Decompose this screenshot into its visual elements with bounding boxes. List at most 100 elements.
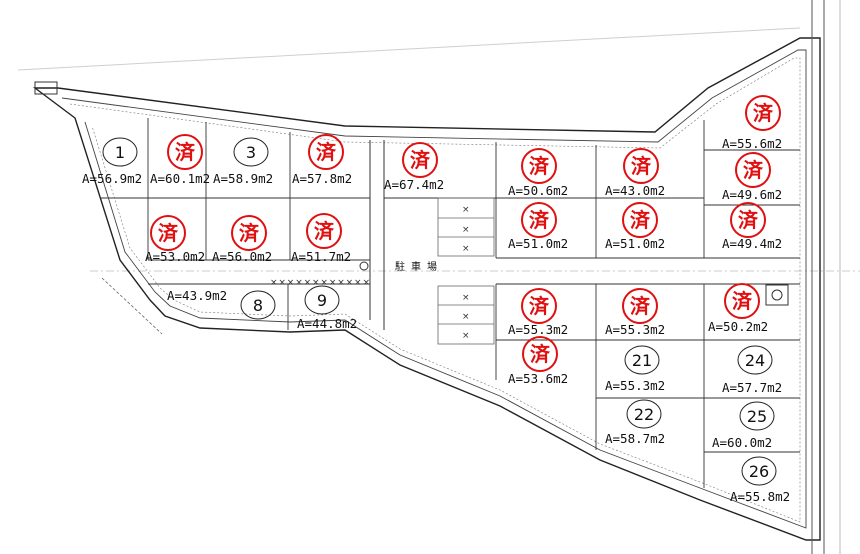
lot-area: A=56.0m2 <box>212 249 272 264</box>
lot: 24A=57.7m2 <box>722 345 782 395</box>
lot-number: 1 <box>115 143 125 162</box>
sold-stamp <box>402 142 438 178</box>
lot: 22A=58.7m2 <box>605 399 665 446</box>
lot: 済 A=56.0m2 <box>212 215 272 264</box>
sold-mark: 済 <box>753 101 774 125</box>
svg-text:×: × <box>462 225 470 235</box>
sold-mark: 済 <box>630 294 651 318</box>
lot: 25A=60.0m2 <box>712 401 775 450</box>
sold-mark: 済 <box>529 154 550 178</box>
lot-number-oval <box>233 137 269 167</box>
lot-area: A=60.0m2 <box>712 435 772 450</box>
sold-stamp <box>735 152 771 188</box>
slope-line <box>101 277 163 335</box>
parking-x-marks: × × × × × × <box>462 205 470 341</box>
fence-marks: ×××××××××××× <box>270 278 370 288</box>
lot: 済 A=51.0m2 <box>508 202 568 251</box>
lot-number-oval <box>624 345 660 375</box>
lot: 済 A=60.1m2 <box>150 134 210 186</box>
lot-number: 8 <box>253 296 263 315</box>
sold-stamp <box>622 202 658 238</box>
lot: 済A=55.3m2 <box>508 288 568 337</box>
lot-number: 22 <box>634 405 654 424</box>
lot-area: A=56.9m2 <box>82 171 142 186</box>
sold-mark: 済 <box>743 158 764 182</box>
lot-number-oval <box>240 290 276 320</box>
lot-number-oval <box>741 456 777 486</box>
sold-mark: 済 <box>158 221 179 245</box>
sold-mark: 済 <box>530 342 551 366</box>
sold-mark: 済 <box>732 289 753 313</box>
sold-stamp <box>167 134 203 170</box>
corner-marker <box>34 81 58 95</box>
lot: 26A=55.8m2 <box>730 456 790 504</box>
lot: 済A=49.6m2 <box>722 152 782 202</box>
sold-mark: 済 <box>529 208 550 232</box>
lot-area: A=57.8m2 <box>292 171 352 186</box>
lot: 済A=49.4m2 <box>722 202 782 251</box>
lot-number: 21 <box>632 351 652 370</box>
svg-text:×: × <box>462 331 470 341</box>
lot-grid <box>100 118 800 488</box>
lot-area: A=53.0m2 <box>145 249 205 264</box>
lot-number: 24 <box>745 351 765 370</box>
lot: 21A=55.3m2 <box>605 345 665 393</box>
lot: 済A=51.0m2 <box>605 202 665 251</box>
lot: 済 A=53.0m2 <box>145 215 205 264</box>
lot-area: A=58.9m2 <box>213 171 273 186</box>
sold-stamp <box>150 215 186 251</box>
lot-number: 26 <box>749 462 769 481</box>
lot-area: A=55.6m2 <box>722 136 782 151</box>
lot-area: A=60.1m2 <box>150 171 210 186</box>
lot-number-oval <box>739 401 775 431</box>
sold-stamp <box>522 336 558 372</box>
lot-area: A=51.0m2 <box>508 236 568 251</box>
sold-stamp <box>730 202 766 238</box>
sold-stamp <box>724 283 760 319</box>
lot-number: 9 <box>317 291 327 310</box>
lot-area: A=57.7m2 <box>722 380 782 395</box>
lot: A=43.9m2 <box>167 288 227 303</box>
lot: 済 A=55.3m2 <box>605 288 665 337</box>
site-boundary <box>32 37 821 541</box>
lot-area: A=44.8m2 <box>297 316 357 331</box>
lot-area: A=43.0m2 <box>605 183 665 198</box>
svg-text:×: × <box>462 293 470 303</box>
lot-number-oval <box>102 137 138 167</box>
sold-mark: 済 <box>631 154 652 178</box>
parking-spaces <box>437 197 495 345</box>
sold-mark: 済 <box>239 221 260 245</box>
sold-stamp <box>521 288 557 324</box>
lot: 済A=51.7m2 <box>291 213 351 264</box>
sold-stamp <box>745 95 781 131</box>
lot-area: A=55.3m2 <box>605 322 665 337</box>
sold-stamp <box>622 288 658 324</box>
lot-area: A=51.7m2 <box>291 249 351 264</box>
lot-area: A=50.2m2 <box>708 319 768 334</box>
lot: 済A=67.4m2 <box>384 142 444 192</box>
sold-mark: 済 <box>175 140 196 164</box>
sold-mark: 済 <box>316 140 337 164</box>
lot-area: A=55.8m2 <box>730 489 790 504</box>
svg-text:×: × <box>462 312 470 322</box>
lot: 済 A=43.0m2 <box>605 148 665 198</box>
sold-stamp <box>231 215 267 251</box>
parking-label: 駐車場 <box>395 260 443 273</box>
sold-stamp <box>308 134 344 170</box>
utility-symbol <box>359 261 369 271</box>
lot: 済 A=53.6m2 <box>508 336 568 386</box>
lot: 1A=56.9m2 <box>82 137 142 186</box>
lot: 8 <box>240 290 276 320</box>
lot-number: 25 <box>747 407 767 426</box>
utility-symbol <box>771 289 783 301</box>
lot: 済 A=55.6m2 <box>722 95 782 151</box>
lot-area: A=53.6m2 <box>508 371 568 386</box>
sold-stamp <box>623 148 659 184</box>
sold-stamp <box>521 148 557 184</box>
utility-box <box>765 284 789 306</box>
retaining-wall <box>61 49 807 529</box>
wall-hatch <box>69 57 801 523</box>
lot: 9A=44.8m2 <box>297 285 357 331</box>
svg-text:×: × <box>462 244 470 254</box>
